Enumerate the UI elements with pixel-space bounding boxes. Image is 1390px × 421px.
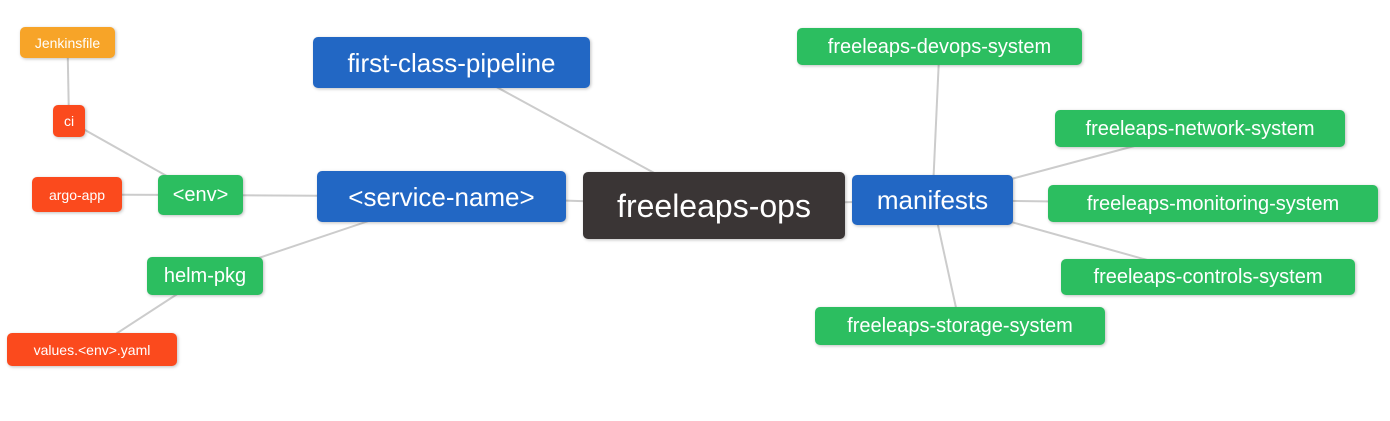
node-label: ci (63, 113, 75, 129)
node-label: <service-name> (348, 181, 535, 212)
node-label: freeleaps-controls-system (1093, 266, 1323, 288)
node-env[interactable]: <env> (158, 175, 243, 215)
node-label: first-class-pipeline (347, 47, 556, 78)
node-freeleaps-network-system[interactable]: freeleaps-network-system (1055, 110, 1345, 147)
node-first-class-pipeline[interactable]: first-class-pipeline (313, 37, 590, 88)
edge-manifests-to-freeleaps-devops-system (931, 46, 941, 201)
node-freeleaps-devops-system[interactable]: freeleaps-devops-system (797, 28, 1082, 65)
node-label: manifests (876, 185, 989, 215)
node-label: values.<env>.yaml (33, 341, 151, 358)
node-helm-pkg[interactable]: helm-pkg (147, 257, 263, 295)
node-label: <env> (172, 184, 229, 206)
node-label: Jenkinsfile (34, 34, 101, 51)
node-label: freeleaps-storage-system (847, 315, 1073, 337)
node-manifests[interactable]: manifests (852, 175, 1013, 225)
node-freeleaps-storage-system[interactable]: freeleaps-storage-system (815, 307, 1105, 345)
node-label: argo-app (48, 186, 106, 203)
node-label: freeleaps-monitoring-system (1086, 192, 1340, 215)
node-label: helm-pkg (163, 265, 247, 287)
node-label: freeleaps-network-system (1085, 117, 1315, 140)
node-freeleaps-monitoring-system[interactable]: freeleaps-monitoring-system (1048, 185, 1378, 222)
node-freeleaps-ops[interactable]: freeleaps-ops (583, 172, 845, 239)
node-values-env-yaml[interactable]: values.<env>.yaml (7, 333, 177, 366)
node-jenkinsfile[interactable]: Jenkinsfile (20, 27, 115, 58)
node-label: freeleaps-ops (617, 187, 811, 224)
node-freeleaps-controls-system[interactable]: freeleaps-controls-system (1061, 259, 1355, 295)
node-service-name[interactable]: <service-name> (317, 171, 566, 222)
node-label: freeleaps-devops-system (827, 35, 1052, 58)
node-ci[interactable]: ci (53, 105, 85, 137)
node-argo-app[interactable]: argo-app (32, 177, 122, 212)
